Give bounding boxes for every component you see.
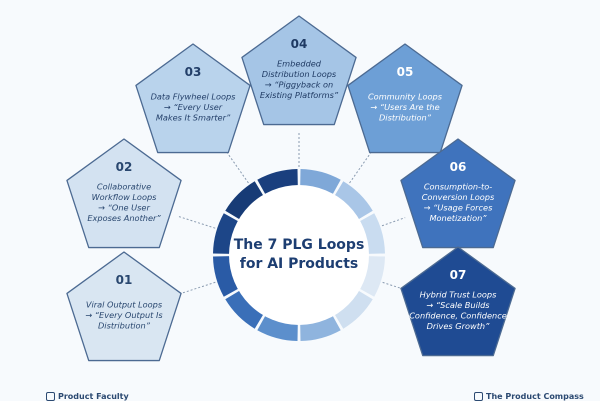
center-ring — [213, 169, 385, 341]
center-circle — [229, 185, 369, 325]
loop-number: 06 — [450, 160, 467, 174]
loop-number: 07 — [450, 268, 467, 282]
loop-number: 02 — [116, 160, 133, 174]
ring-segment — [334, 290, 373, 329]
loop-pentagon — [135, 43, 251, 154]
loop-label-line: Exposes Another” — [87, 213, 161, 223]
ring-segment — [225, 181, 264, 220]
footer-left-label: Product Faculty — [58, 392, 129, 401]
loop-label-line: Viral Output Loops — [86, 300, 163, 310]
ring-segment — [300, 169, 341, 196]
loop-label-line: Collaborative — [97, 181, 151, 191]
ring-segment — [225, 290, 264, 329]
ring-segment — [358, 213, 385, 254]
loop-label-line: Makes It Smarter” — [156, 113, 231, 123]
connector-line — [177, 215, 216, 229]
loop-pentagon — [66, 251, 182, 362]
loop-label-line: → “Users Are the — [370, 102, 439, 112]
center-title-line-2: for AI Products — [240, 256, 359, 272]
ring-segment — [300, 314, 341, 341]
loop-label-line: → “One User — [98, 202, 150, 212]
loop-label-line: Drives Growth” — [427, 321, 491, 331]
loop-number: 03 — [185, 65, 202, 79]
loop-pentagon — [66, 138, 182, 249]
connector-lines — [177, 132, 406, 296]
ring-segment — [213, 256, 240, 297]
ring-segment — [257, 169, 298, 196]
loop-label-line: Monetization” — [429, 213, 487, 223]
loop-label-line: Community Loops — [368, 92, 443, 102]
loop-label-line: Distribution” — [379, 113, 432, 123]
loop-label-line: → “Every User — [164, 102, 223, 112]
loop-pentagon — [347, 43, 463, 154]
connector-line — [177, 281, 216, 296]
loop-number: 05 — [397, 65, 414, 79]
ring-segment — [334, 181, 373, 220]
loop-label-line: Workflow Loops — [92, 192, 158, 202]
loop-label-line: Conversion Loops — [422, 192, 495, 202]
loop-label-line: → “Scale Builds — [426, 300, 490, 310]
connector-line — [224, 149, 249, 184]
loop-number: 04 — [291, 37, 308, 51]
center-title-line-1: The 7 PLG Loops — [234, 237, 365, 253]
connector-line — [381, 217, 406, 227]
connector-line — [349, 149, 374, 184]
loop-label-line: → “Every Output Is — [85, 310, 163, 320]
loop-label-line: Data Flywheel Loops — [151, 92, 237, 102]
loop-label-line: Consumption-to- — [424, 181, 492, 191]
loop-label-line: Embedded — [277, 58, 322, 68]
loop-label-line: Confidence, Confidence — [409, 310, 507, 320]
ring-segment — [213, 213, 240, 254]
loop-label-line: → “Usage Forces — [424, 202, 493, 212]
loop-label-line: → “Piggyback on — [265, 79, 333, 89]
footer-right-label: The Product Compass — [486, 392, 584, 401]
loop-pentagon — [241, 15, 357, 126]
ring-segment — [257, 314, 298, 341]
loop-pentagon — [400, 246, 516, 357]
loop-number: 01 — [116, 273, 133, 287]
loop-label-line: Existing Platforms” — [260, 90, 339, 100]
ring-segment — [358, 256, 385, 297]
loop-label-line: Distribution Loops — [262, 69, 337, 79]
loop-label-line: Distribution” — [98, 321, 151, 331]
loop-label-line: Hybrid Trust Loops — [420, 289, 497, 299]
